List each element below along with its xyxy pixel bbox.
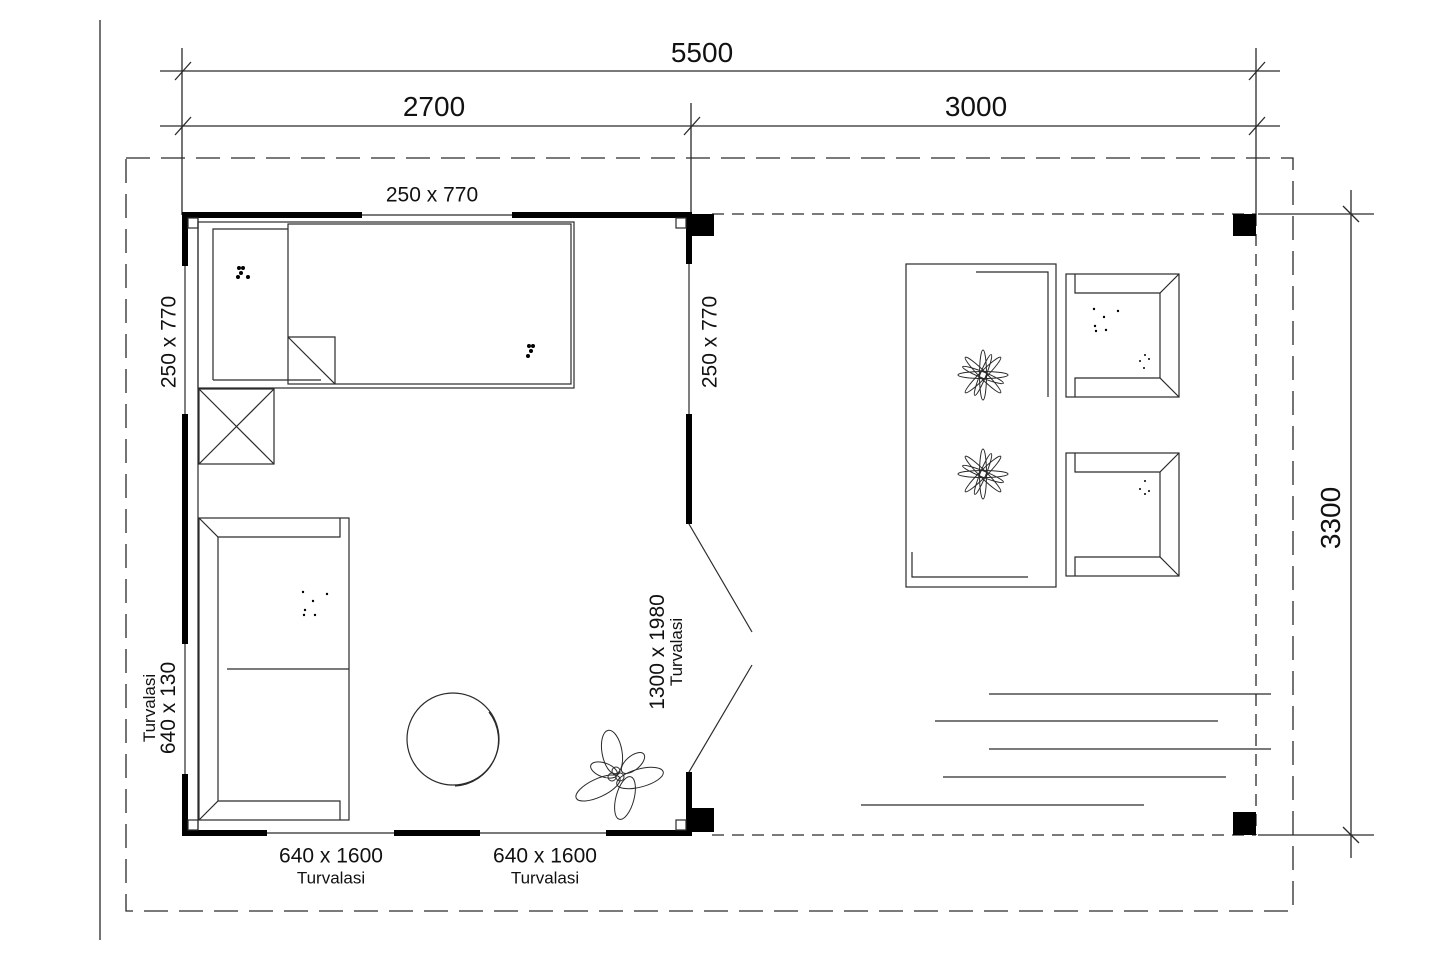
decking-lines — [861, 693, 1271, 806]
window-note-bottom-right: Turvalasi — [510, 868, 580, 888]
window-size-left-lower: 640 x 130 — [157, 661, 180, 755]
window-size-bottom-right: 640 x 1600 — [493, 844, 597, 868]
armchair — [1065, 273, 1180, 398]
sofa — [198, 517, 350, 821]
post — [692, 808, 714, 832]
table-decoration — [957, 349, 1009, 500]
window-label-top: 250 x 770 — [385, 183, 479, 207]
dimension-total-width — [160, 48, 1280, 215]
window-label-left-upper: 250 x 770 — [157, 295, 181, 389]
potted-plant — [575, 729, 664, 820]
door-label: 1300 x 1980 Turvalasi — [646, 594, 686, 710]
dimension-label-total-width: 5500 — [670, 37, 734, 68]
window-label-right-upper: 250 x 770 — [698, 295, 722, 389]
room-walls — [182, 212, 1256, 836]
texture-dots — [236, 266, 1150, 617]
dimension-label-depth: 3300 — [1315, 486, 1346, 550]
dining-table — [905, 263, 1057, 588]
terrace-outline — [712, 213, 1257, 836]
door-note: Turvalasi — [667, 617, 686, 687]
dimension-depth — [1258, 190, 1374, 858]
bed — [197, 221, 575, 389]
window-label-left-lower: Turvalasi 640 x 130 — [140, 661, 180, 755]
post — [1233, 812, 1256, 835]
dimension-label-terrace-width: 3000 — [944, 91, 1008, 122]
dimension-room-terrace — [160, 103, 1280, 215]
window-size-bottom-left: 640 x 1600 — [279, 844, 383, 868]
bedside-table — [198, 388, 275, 465]
post — [1233, 214, 1256, 236]
dimension-label-room-width: 2700 — [402, 91, 466, 122]
roof-overhang-outline — [125, 157, 1294, 912]
armchair — [1065, 452, 1180, 577]
window-note-bottom-left: Turvalasi — [296, 868, 366, 888]
window-label-bottom-right: 640 x 1600 Turvalasi — [493, 846, 597, 887]
door-size: 1300 x 1980 — [646, 594, 669, 710]
window-note-left-lower: Turvalasi — [140, 673, 159, 743]
double-door — [688, 523, 753, 773]
post — [692, 214, 714, 236]
round-table — [406, 692, 500, 787]
window-label-bottom-left: 640 x 1600 Turvalasi — [279, 846, 383, 887]
